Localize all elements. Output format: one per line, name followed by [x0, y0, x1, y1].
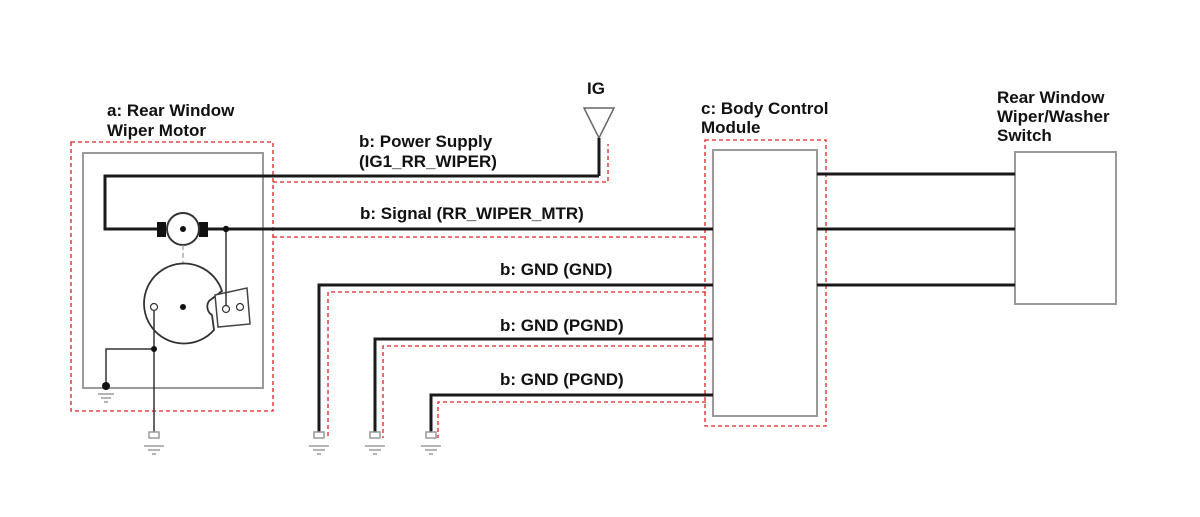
motor-brush-right	[199, 222, 208, 237]
park-contact-2	[235, 302, 245, 312]
motor-brush-left	[157, 222, 166, 237]
bcm-label-line2: Module	[701, 118, 761, 137]
power-supply-wire	[103, 174, 599, 231]
pgnd-wire-1	[373, 337, 713, 432]
signal-label: b: Signal (RR_WIPER_MTR)	[360, 204, 584, 223]
gnd-wire	[317, 283, 713, 432]
highlight-outlines	[70, 139, 827, 438]
signal-junction-dot	[222, 225, 230, 233]
pgnd-label-2: b: GND (PGND)	[500, 370, 624, 389]
switch-label-line3: Switch	[997, 126, 1052, 145]
switch-label-line1: Rear Window	[997, 88, 1105, 107]
wiper-washer-switch-box	[1014, 151, 1117, 305]
ground-junction-dot	[151, 346, 157, 352]
power-supply-label-line2: (IG1_RR_WIPER)	[359, 152, 497, 171]
power-wire-highlight	[273, 144, 609, 183]
motor-label-line1: a: Rear Window	[107, 101, 235, 120]
body-control-module-box	[712, 149, 818, 417]
ground-terminal-gnd	[309, 431, 329, 455]
park-contact-1	[221, 304, 231, 314]
cam-contact-left	[149, 302, 159, 312]
power-supply-label-line1: b: Power Supply	[359, 132, 493, 151]
ground-terminal-pgnd-2	[421, 431, 441, 455]
park-switch-plate	[214, 287, 251, 328]
switch-label-line2: Wiper/Washer	[997, 107, 1110, 126]
pgnd2-wire-highlight	[437, 401, 706, 438]
bcm-label-line1: c: Body Control	[701, 99, 829, 118]
ground-terminal-pgnd-1	[365, 431, 385, 455]
wires	[103, 172, 1015, 432]
pgnd-wire-2	[429, 393, 713, 432]
motor-armature-center	[180, 226, 186, 232]
ig-source-symbol	[582, 107, 616, 176]
case-ground-dot	[102, 382, 110, 390]
ground-terminal-motor	[144, 431, 164, 455]
cam-wheel-center	[180, 304, 186, 310]
motor-internals	[102, 212, 251, 432]
motor-highlight-box	[70, 141, 274, 412]
pgnd-label-1: b: GND (PGND)	[500, 316, 624, 335]
case-ground-lead	[105, 348, 154, 386]
gnd-wire-highlight	[327, 291, 706, 438]
chassis-ground-inside	[98, 393, 114, 403]
pgnd1-wire-highlight	[382, 345, 706, 438]
ig-triangle-icon	[582, 107, 616, 140]
cam-wheel-icon	[143, 262, 224, 345]
gnd-label: b: GND (GND)	[500, 260, 612, 279]
ig-label: IG	[587, 79, 605, 98]
motor-label-line2: Wiper Motor	[107, 121, 206, 140]
